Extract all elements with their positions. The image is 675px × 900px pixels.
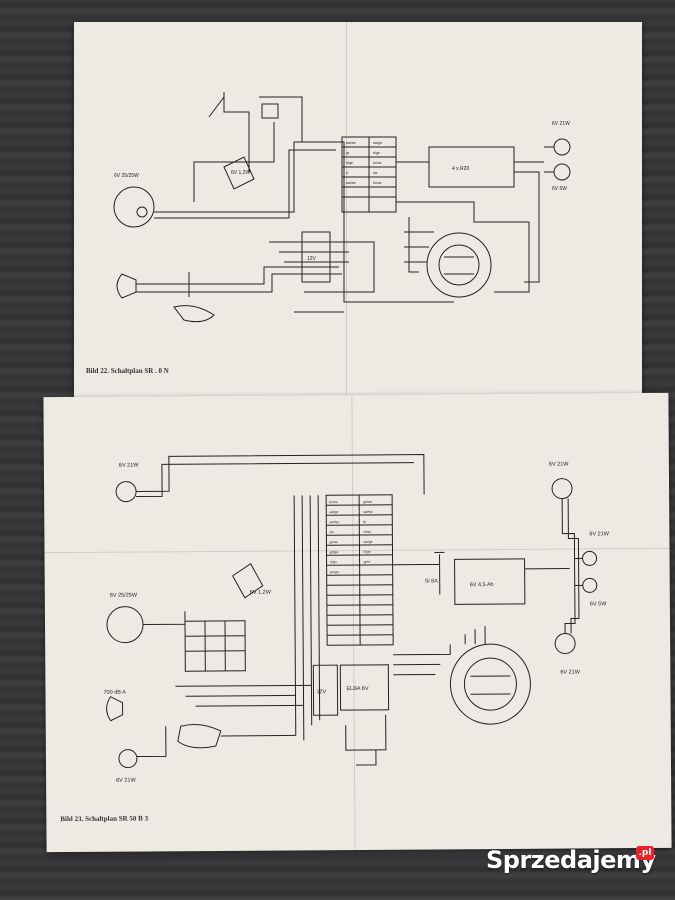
rear-left-blinker-label: 6V 21W [116, 778, 136, 784]
headlamp-symbol [113, 186, 155, 228]
wire-code: rt/ge [363, 550, 370, 554]
schematic-sheet-top: 6V 25/25W 6V 1,2W 6V 21W 6V 5W 4 x R20 1… [74, 22, 642, 412]
wire-code: gr/rt [364, 560, 370, 564]
brake-lamp-label: 6V 5W [590, 601, 607, 607]
horn-label: 700 dB A [103, 690, 126, 696]
wire-code: rt/ws [363, 530, 371, 534]
wire-code: gr/ws [329, 540, 338, 544]
front-left-blinker-label: 6V 21W [119, 463, 139, 469]
brake-lamp-symbol [553, 163, 571, 181]
tail-lamp-symbol [582, 550, 598, 566]
headlamp-symbol [106, 606, 144, 644]
wire-code: sw [373, 171, 378, 175]
wire-code: sw/ge [363, 540, 372, 544]
wire-code: sw/ws [363, 510, 373, 514]
battery-label: 6V 4,5 Ah [470, 582, 494, 588]
headlamp-label: 6V 25/25W [114, 173, 139, 179]
caption-schaltplan-sr50-b3: Bild 23. Schaltplan SR 50 B 3 [60, 814, 149, 824]
brake-lamp-symbol [582, 577, 598, 593]
speedo-lamp-symbol [232, 563, 264, 599]
right-top-blinker-symbol [551, 478, 573, 500]
battery-label: 4 x R20 [452, 166, 469, 172]
wire-code: rt [346, 171, 348, 175]
coil-label: 12V [316, 689, 326, 695]
tail-lamp-label: 6V 21W [552, 121, 570, 127]
right-bottom-blinker-symbol [554, 633, 576, 655]
wire-code: br [363, 520, 367, 524]
wiring-diagram-sr50-b3: 6V 21W 6V 25/25W 6V 1,2W 700 dB A 6V 21W… [103, 454, 610, 784]
fuse-label: Si 8A [425, 578, 439, 584]
wire-code: br/ws [373, 161, 382, 165]
rear-left-blinker-symbol [118, 749, 138, 769]
ignition-coil-label: 12V [307, 256, 317, 262]
watermark-badge: .pl [636, 846, 654, 860]
wire-code: sw/ws [346, 141, 356, 145]
coil-symbol [312, 664, 339, 716]
wire-code: sw/gn [373, 141, 382, 145]
wire-code: sw/gn [329, 510, 338, 514]
battery-symbol [454, 558, 526, 605]
wire-code: br/ws [329, 500, 338, 504]
front-left-blinker-symbol [115, 481, 137, 503]
wire-code: rt/ge [373, 151, 380, 155]
battery-symbol [428, 146, 515, 188]
tail-lamp-symbol [553, 138, 571, 156]
fold-line [346, 22, 347, 412]
wire-code: sw [329, 530, 334, 534]
brake-lamp-label: 6V 5W [552, 186, 567, 192]
right-top-blinker-label: 6V 21W [549, 462, 569, 468]
wire-code: gr [346, 151, 350, 155]
wire-code: ge/ws [363, 500, 372, 504]
wire-code: br/ws [373, 181, 382, 185]
caption-schaltplan-sr-n: Bild 22. Schaltplan SR . 0 N [86, 367, 169, 375]
ignition-coil-symbol [301, 231, 331, 283]
wiring-diagram-sr-n: 6V 25/25W 6V 1,2W 6V 21W 6V 5W 4 x R20 1… [113, 92, 571, 323]
right-bottom-blinker-label: 6V 21W [560, 669, 580, 675]
wire-code: sw/gn [330, 570, 339, 574]
magneto-symbol [426, 232, 492, 298]
regulator-symbol [339, 664, 390, 711]
schematic-sheet-bottom: 6V 21W 6V 25/25W 6V 1,2W 700 dB A 6V 21W… [43, 392, 672, 853]
regulator-label: ELBA 6V [346, 686, 368, 692]
horn-symbol [106, 696, 124, 722]
magneto-symbol [449, 643, 531, 725]
speedo-lamp-label: 6V 1,2W [231, 170, 250, 176]
switch-unit-symbol [184, 620, 246, 672]
wire-code: sw/ws [346, 181, 356, 185]
speedo-lamp-label: 6V 1,2W [250, 590, 272, 596]
tail-lamp-label: 6V 21W [589, 531, 609, 537]
horn-symbol [116, 273, 137, 299]
speedo-lamp-symbol [223, 156, 255, 190]
wire-code: sw/ws [329, 520, 339, 524]
wire-code: rt/gn [330, 560, 337, 564]
wire-code: rt/ge [346, 161, 353, 165]
watermark-brand: Sprzedajemy [486, 846, 656, 874]
headlamp-label: 6V 25/25W [110, 593, 138, 599]
wire-code: gn/ge [329, 550, 338, 554]
